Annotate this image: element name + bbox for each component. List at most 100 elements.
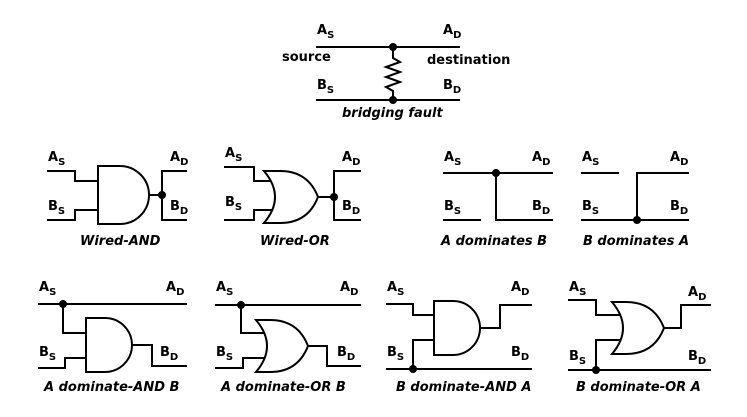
label-part: S [579, 287, 586, 298]
label-part: A [443, 23, 453, 38]
a-dominate-or-b-figure: AS BS AD BD A dominate-OR B [215, 280, 361, 395]
label-b-destination: BD [532, 199, 550, 217]
and-gate [85, 317, 133, 373]
label-part: B [342, 199, 352, 214]
label-part: B [317, 78, 327, 93]
junction-dot [237, 301, 245, 309]
wire [663, 304, 711, 329]
wire [568, 299, 621, 316]
label-part: A [582, 150, 592, 165]
label-part: S [226, 287, 233, 298]
label-part: D [180, 157, 188, 168]
b-dominate-and-a-figure: AS BS AD BD B dominate-AND A [386, 280, 532, 395]
label-part: A [216, 280, 226, 295]
label-b-destination: BD [443, 78, 461, 96]
and-gate [97, 165, 150, 225]
wire [495, 172, 553, 221]
label-part: D [542, 157, 550, 168]
caption: B dominates A [583, 234, 689, 249]
label-b-source: BS [48, 199, 65, 217]
b-dominates-a-figure: AS BS AD BD B dominates A [581, 150, 689, 249]
label-part: B [387, 345, 397, 360]
label-b-source: BS [225, 195, 242, 213]
label-part: D [453, 85, 461, 96]
label-a-source: AS [48, 150, 65, 168]
label-part: S [49, 352, 56, 363]
label-part: D [521, 352, 529, 363]
bridge-resistor [383, 46, 403, 101]
label-a-destination: AD [340, 280, 358, 298]
label-b-source: BS [444, 199, 461, 217]
wire [386, 303, 435, 316]
a-dominate-and-b-figure: AS BS AD BD A dominate-AND B [38, 280, 187, 395]
caption: Wired-OR [260, 234, 330, 249]
label-a-destination: AD [532, 150, 550, 168]
label-part: B [444, 199, 454, 214]
label-a-source: AS [225, 146, 242, 164]
label-part: A [387, 280, 397, 295]
junction-dot [633, 216, 641, 224]
caption: B dominate-OR A [576, 380, 701, 395]
destination-label: destination [427, 53, 510, 68]
label-part: D [352, 157, 360, 168]
wire [412, 339, 435, 370]
label-part: S [58, 157, 65, 168]
label-b-source: BS [582, 199, 599, 217]
bridging-fault-figure: AS AD BS BD source destination bridging … [282, 23, 510, 121]
label-b-destination: BD [511, 345, 529, 363]
label-a-source: AS [444, 150, 461, 168]
label-part: S [397, 352, 404, 363]
label-a-source: AS [582, 150, 599, 168]
label-part: D [698, 356, 706, 367]
wire [131, 344, 187, 367]
caption: A dominates B [440, 234, 547, 249]
label-a-source: AS [569, 280, 586, 298]
wire [307, 345, 361, 367]
label-part: B [688, 349, 698, 364]
wire [224, 166, 275, 182]
label-part: B [39, 345, 49, 360]
label-part: S [58, 206, 65, 217]
label-part: A [444, 150, 454, 165]
caption: A dominate-AND B [43, 380, 180, 395]
bridging-fault-caption: bridging fault [342, 106, 443, 121]
label-b-destination: BD [688, 349, 706, 367]
label-part: A [670, 150, 680, 165]
wire [636, 172, 689, 221]
label-part: A [511, 280, 521, 295]
label-b-destination: BD [670, 199, 688, 217]
junction-dot [330, 193, 338, 201]
a-dominates-b-figure: AS BS AD BD A dominates B [440, 150, 553, 249]
label-part: D [453, 30, 461, 41]
label-a-destination: AD [443, 23, 461, 41]
junction-dot [492, 169, 500, 177]
wired-or-figure: AS BS AD BD Wired-OR [224, 146, 361, 249]
junction-dot [409, 365, 417, 373]
wire [38, 357, 87, 369]
label-part: S [592, 206, 599, 217]
label-part: D [350, 287, 358, 298]
label-part: A [39, 280, 49, 295]
label-part: S [49, 287, 56, 298]
label-part: B [48, 199, 58, 214]
label-a-destination: AD [670, 150, 688, 168]
label-part: S [327, 85, 334, 96]
label-part: D [680, 157, 688, 168]
label-a-destination: AD [511, 280, 529, 298]
label-part: S [226, 352, 233, 363]
caption: B dominate-AND A [396, 380, 531, 395]
label-b-source: BS [39, 345, 56, 363]
label-part: A [166, 280, 176, 295]
caption: Wired-AND [80, 234, 161, 249]
label-a-source: AS [317, 23, 334, 41]
label-part: S [592, 157, 599, 168]
label-part: A [48, 150, 58, 165]
label-part: A [170, 150, 180, 165]
label-b-destination: BD [170, 199, 188, 217]
label-part: D [698, 292, 706, 303]
and-gate [433, 300, 481, 356]
or-gate [609, 301, 666, 355]
label-part: A [532, 150, 542, 165]
wire [47, 170, 99, 182]
label-part: B [225, 195, 235, 210]
